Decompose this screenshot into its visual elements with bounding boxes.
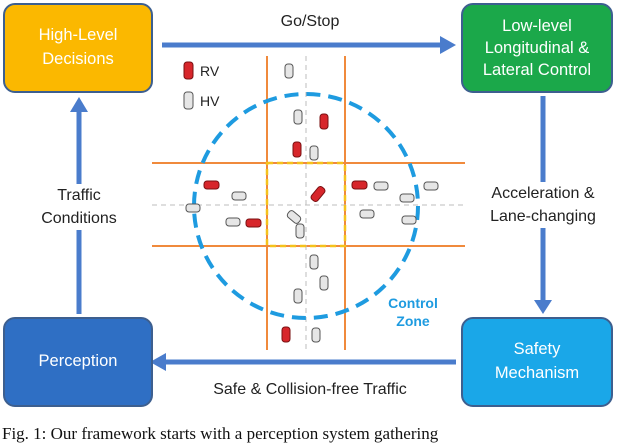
legend-rv-icon (183, 61, 194, 80)
rv-car (292, 141, 302, 158)
arrow-go-stop-head (440, 36, 456, 54)
safety-line-1: Safety (513, 340, 561, 359)
low-level-line-2: Longitudinal & (484, 38, 590, 57)
hv-car (293, 288, 303, 304)
hv-car (295, 223, 305, 239)
high-level-line-2: Decisions (42, 50, 114, 68)
safety-line-2: Mechanism (494, 364, 580, 382)
figure-caption: Fig. 1: Our framework starts with a perc… (2, 424, 439, 443)
hv-car (401, 215, 417, 225)
traffic-conditions-label: Traffic Conditions (20, 184, 138, 231)
legend-hv-icon (183, 91, 194, 110)
low-level-line-3: Lateral Control (482, 61, 592, 80)
hv-car (311, 327, 321, 343)
hv-car (399, 193, 415, 203)
arrow-safe-traffic-head (150, 353, 166, 371)
safety-mechanism-box: Safety Mechanism (461, 317, 613, 407)
traffic-line-2: Conditions (41, 210, 117, 228)
low-level-line-1: Low-level (502, 16, 572, 35)
hv-car (359, 209, 375, 219)
hv-car (185, 203, 201, 213)
hv-car (225, 217, 241, 227)
rv-car (351, 180, 368, 190)
legend-hv-label: HV (200, 93, 220, 109)
traffic-line-1: Traffic (57, 187, 101, 204)
hv-car (309, 145, 319, 161)
rv-car (281, 326, 291, 343)
rv-car (310, 186, 326, 202)
high-level-decisions-box: High-Level Decisions (3, 3, 153, 93)
low-level-control-box: Low-level Longitudinal & Lateral Control (461, 3, 613, 93)
accel-line-1: Acceleration & (491, 185, 595, 202)
hv-car (231, 191, 247, 201)
conflict-zone (265, 161, 347, 248)
hv-car (286, 210, 302, 224)
control-zone-line-1: Control (388, 295, 438, 311)
control-zone-label: Control Zone (378, 294, 448, 330)
rv-car (319, 113, 329, 130)
hv-car (373, 181, 389, 191)
high-level-line-1: High-Level (38, 26, 118, 45)
arrow-up-left-head (70, 97, 88, 112)
rv-car (245, 218, 262, 228)
control-zone-circle (192, 92, 420, 320)
hv-car (319, 275, 329, 291)
hv-car (284, 63, 294, 79)
acceleration-lane-changing-label: Acceleration & Lane-changing (472, 182, 614, 229)
hv-car (423, 181, 439, 191)
arrow-down-right-head (534, 300, 552, 314)
safe-traffic-label: Safe & Collision-free Traffic (213, 381, 407, 398)
legend-rv-label: RV (200, 63, 220, 79)
perception-label: Perception (38, 352, 118, 371)
control-zone-line-2: Zone (396, 313, 430, 330)
go-stop-label: Go/Stop (280, 13, 340, 30)
rv-car (203, 180, 220, 190)
accel-line-2: Lane-changing (490, 208, 596, 226)
hv-car (309, 254, 319, 270)
perception-box: Perception (3, 317, 153, 407)
hv-car (293, 109, 303, 125)
vehicles (185, 63, 439, 343)
